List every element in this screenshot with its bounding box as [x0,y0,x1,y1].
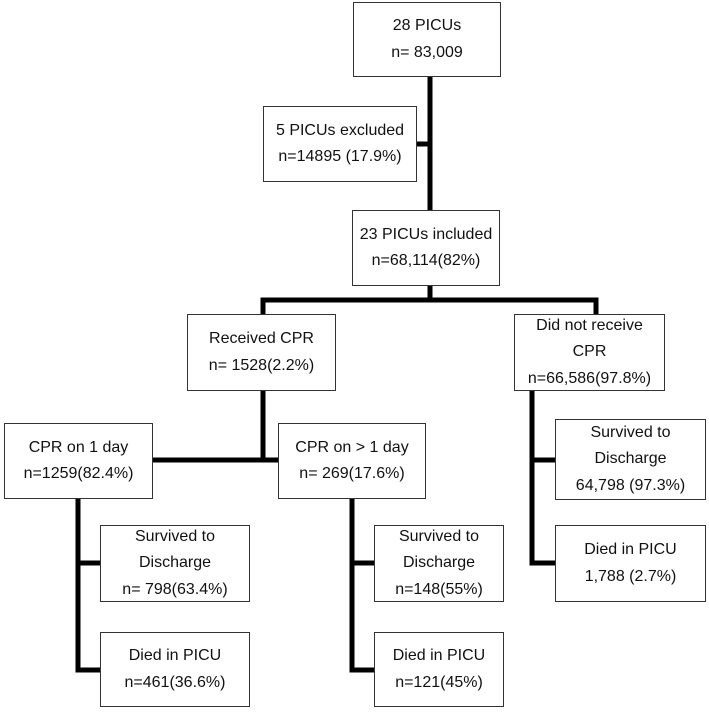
included-picus-label: 23 PICUs included [359,225,493,243]
no-cpr-label-line2: CPR [572,343,607,361]
one-day-died-label: Died in PICU [128,647,222,665]
received-cpr-label: Received CPR [209,330,314,348]
one-day-survived-label-line2: Discharge [138,554,212,572]
no-cpr-label-line1: Did not receive [536,316,643,334]
total-picus-box: 28 PICUs n= 83,009 [353,2,501,77]
multi-day-died-box: Died in PICU n=121(45%) [374,632,504,707]
cpr-one-day-label: CPR on 1 day [28,438,129,456]
no-cpr-box: Did not receive CPR n=66,586(97.8%) [514,314,665,391]
no-cpr-survived-label-line1: Survived to [590,423,671,441]
cpr-one-day-box: CPR on 1 day n=1259(82.4%) [4,423,153,499]
one-day-survived-box: Survived to Discharge n= 798(63.4%) [100,525,250,602]
one-day-died-count: n=461(36.6%) [124,673,226,691]
multi-day-died-label: Died in PICU [392,647,486,665]
multi-day-died-count: n=121(45%) [395,673,483,691]
one-day-survived-label-line1: Survived to [134,527,216,545]
excluded-picus-label: 5 PICUs excluded [275,121,405,139]
no-cpr-count: n=66,586(97.8%) [527,369,652,387]
no-cpr-survived-label-line2: Discharge [594,450,667,468]
multi-day-survived-label-line2: Discharge [402,554,476,572]
no-cpr-died-count: 1,788 (2.7%) [584,567,677,585]
received-cpr-count: n= 1528(2.2%) [208,356,315,374]
received-cpr-box: Received CPR n= 1528(2.2%) [187,314,336,391]
multi-day-survived-count: n=148(55%) [395,580,483,598]
one-day-survived-count: n= 798(63.4%) [122,580,228,598]
multi-day-survived-label-line1: Survived to [398,527,480,545]
cpr-multi-day-box: CPR on > 1 day n= 269(17.6%) [278,423,426,499]
no-cpr-died-box: Died in PICU 1,788 (2.7%) [555,525,706,602]
excluded-picus-box: 5 PICUs excluded n=14895 (17.9%) [263,106,417,182]
included-picus-count: n=68,114(82%) [371,252,481,269]
one-day-died-box: Died in PICU n=461(36.6%) [100,632,250,707]
excluded-picus-count: n=14895 (17.9%) [278,148,402,165]
no-cpr-survived-box: Survived to Discharge 64,798 (97.3%) [555,419,706,500]
cpr-multi-day-count: n= 269(17.6%) [299,465,405,482]
cpr-multi-day-label: CPR on > 1 day [295,438,409,456]
total-picus-label: 28 PICUs [392,17,462,35]
cpr-one-day-count: n=1259(82.4%) [23,465,134,482]
no-cpr-survived-count: 64,798 (97.3%) [575,476,686,494]
multi-day-survived-box: Survived to Discharge n=148(55%) [374,525,504,602]
no-cpr-died-label: Died in PICU [584,541,677,559]
total-picus-count: n= 83,009 [391,43,463,61]
included-picus-box: 23 PICUs included n=68,114(82%) [352,210,500,286]
